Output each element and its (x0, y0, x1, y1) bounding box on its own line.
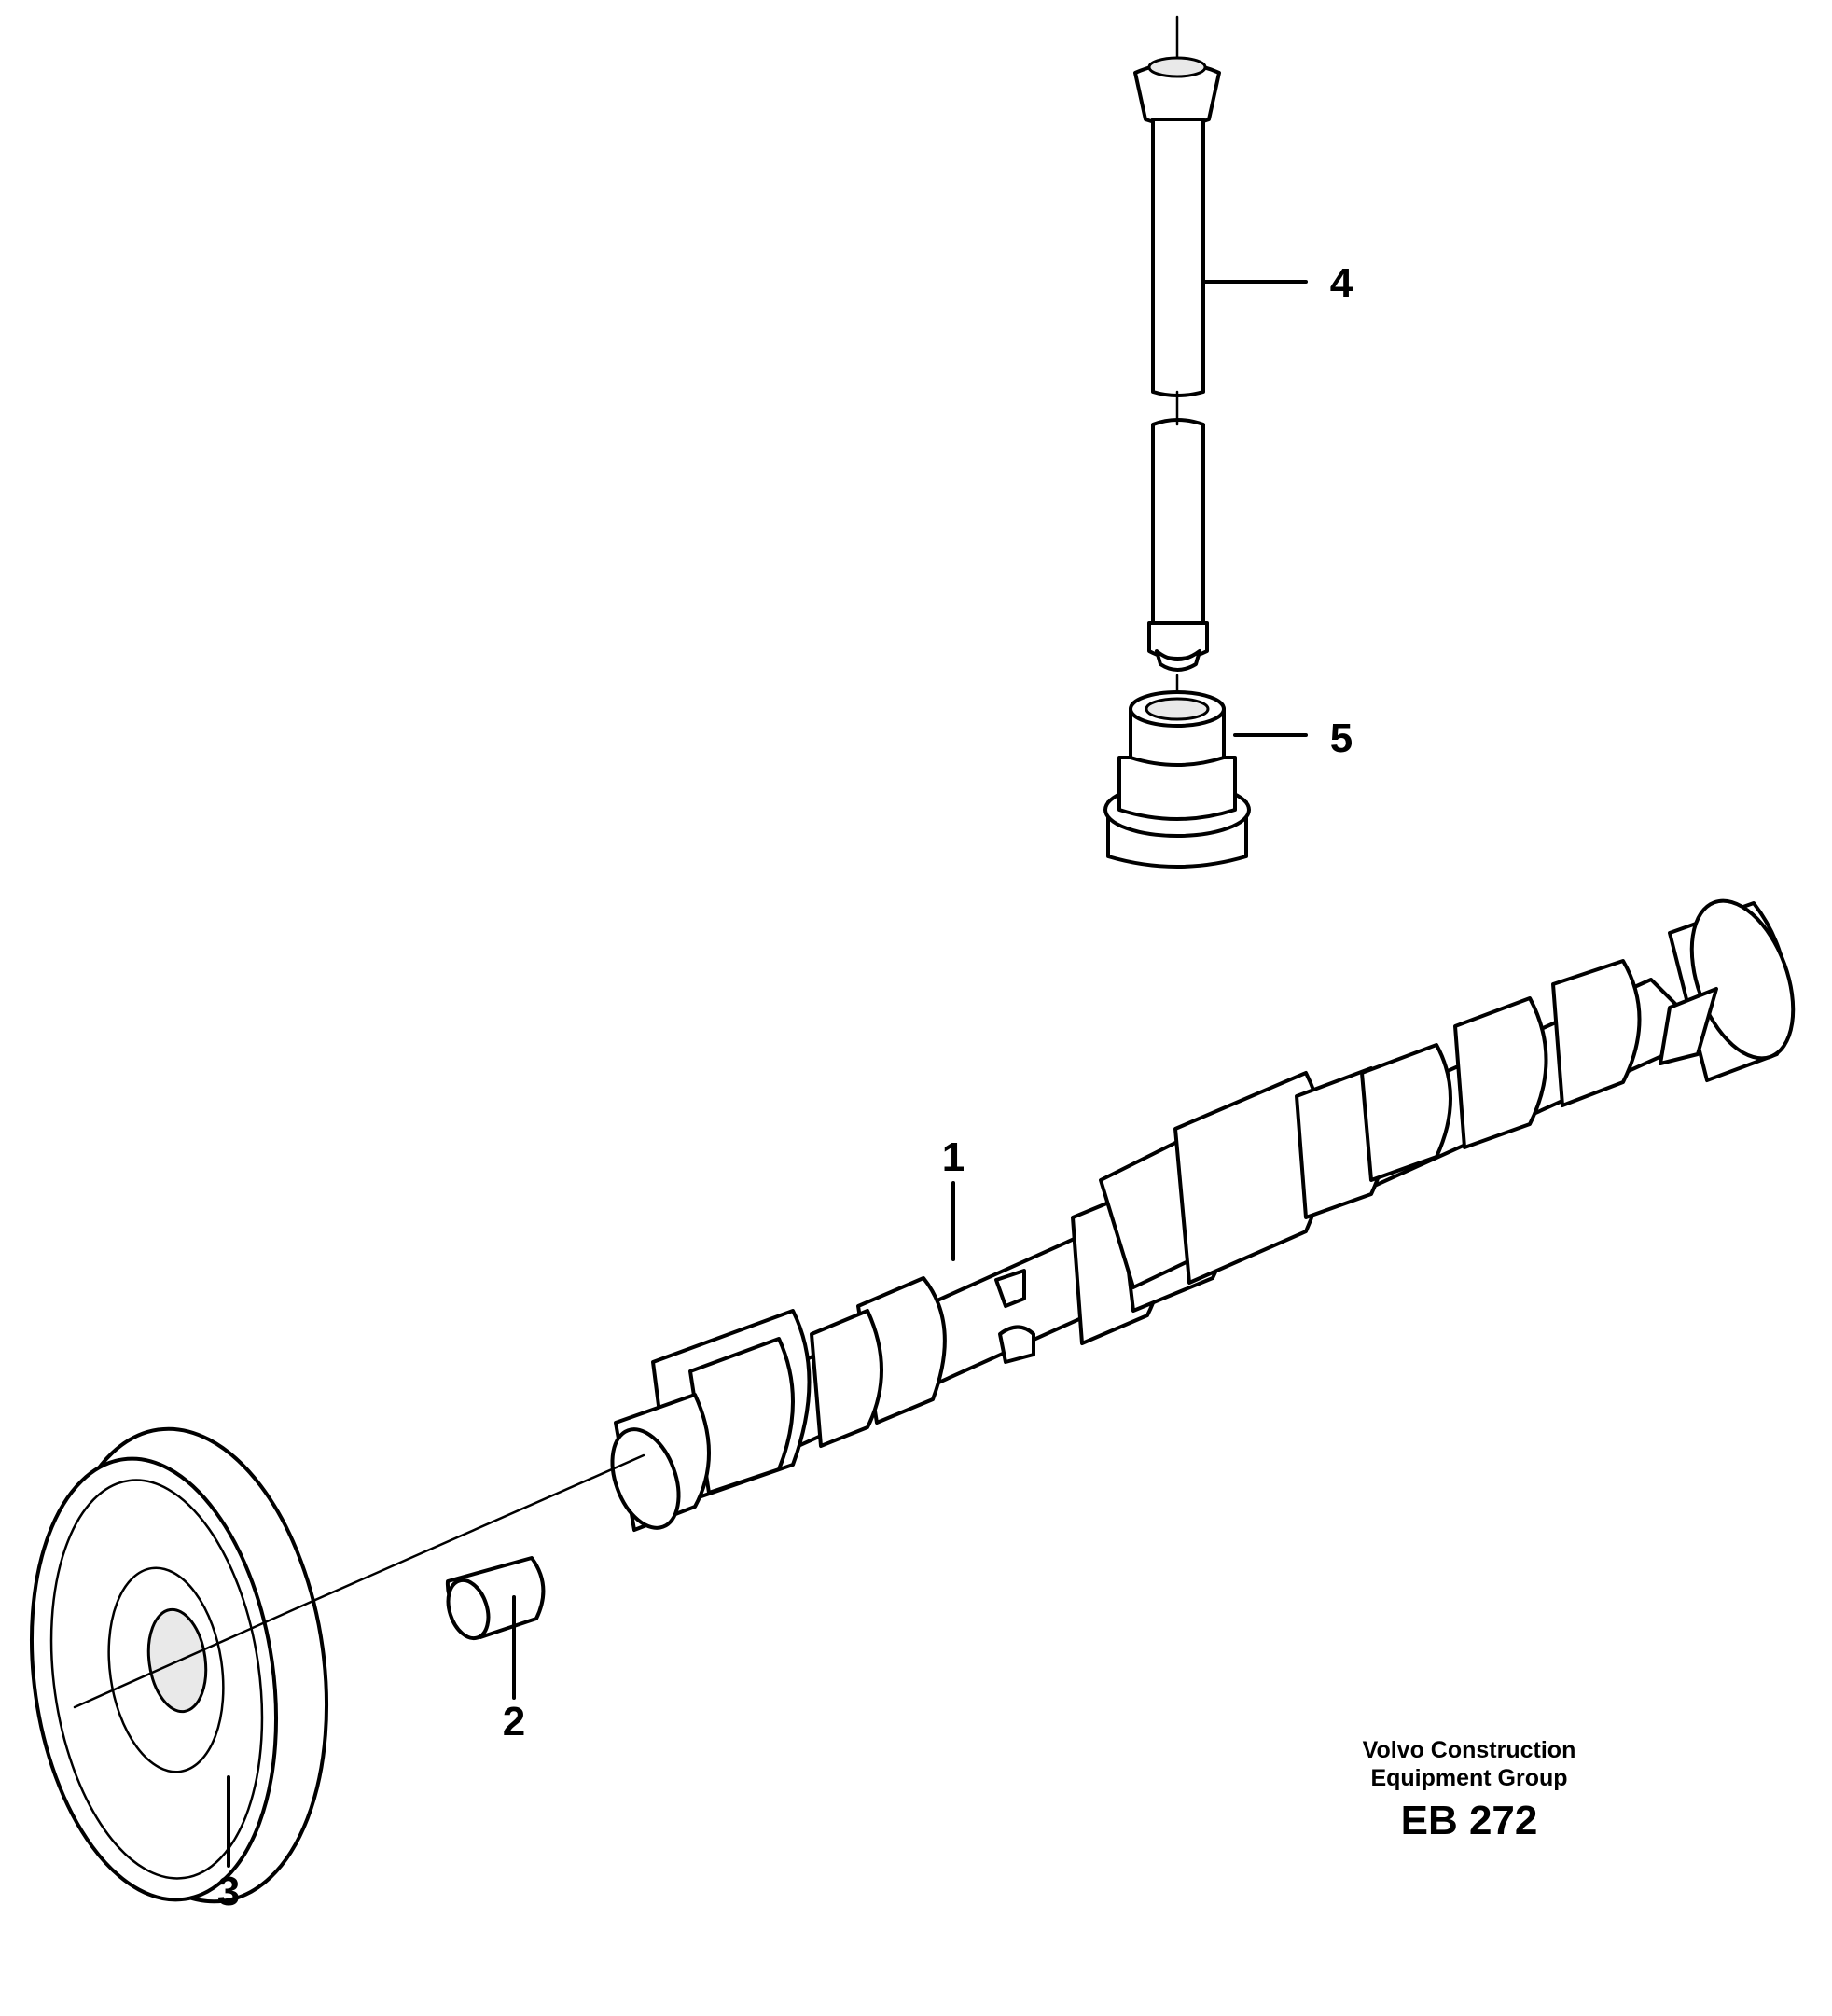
diagram-code: EB 272 (1401, 1798, 1538, 1843)
callout-5: 5 (1330, 716, 1353, 761)
push-rod-icon (1133, 15, 1221, 700)
credit-line-1: Volvo Construction (1363, 1737, 1576, 1763)
tappet-icon (1103, 690, 1251, 869)
credit-line-2: Equipment Group (1370, 1765, 1567, 1791)
callout-2: 2 (503, 1699, 525, 1745)
callout-leaders (227, 280, 1308, 1868)
gear-icon (29, 1426, 329, 1904)
callout-3: 3 (217, 1869, 240, 1914)
callout-4: 4 (1330, 260, 1353, 306)
dowel-pin-icon (445, 1556, 546, 1641)
callout-1: 1 (942, 1134, 965, 1180)
camshaft-icon (313, 898, 1796, 1602)
